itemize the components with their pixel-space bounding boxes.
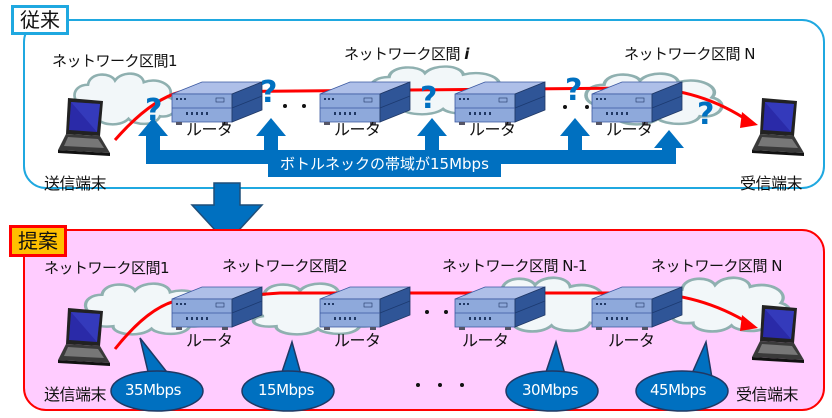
conventional-tag: 従来 (11, 5, 69, 35)
router-label: ルータ (469, 120, 516, 139)
unknown-bandwidth-icon (565, 73, 583, 108)
bandwidth-callout-1 (110, 337, 204, 412)
router-label: ルータ (186, 120, 233, 139)
bottleneck-banner: ボトルネックの帯域が15Mbps (268, 151, 501, 177)
segment-label-text: ネットワーク区間 (344, 45, 461, 63)
router-label: ルータ (334, 120, 381, 139)
unknown-bandwidth-icon (420, 81, 438, 116)
bandwidth-value-2: 15Mbps (258, 381, 314, 399)
path-arrowhead-icon (740, 112, 758, 128)
segment-label-1: ネットワーク区間1 (52, 52, 178, 70)
path-arrowhead-icon (740, 315, 758, 331)
sender-label: 送信端末 (44, 174, 107, 193)
transition-arrow-icon (190, 182, 264, 245)
router-label: ルータ (186, 331, 233, 350)
unknown-bandwidth-icon (145, 93, 163, 128)
router-label: ルータ (606, 120, 653, 139)
bandwidth-value-1: 35Mbps (125, 381, 181, 399)
bandwidth-callout-4 (635, 339, 729, 412)
segment-index-i: i (464, 45, 469, 63)
segment-label-n: ネットワーク区間 N (651, 257, 783, 275)
router-label: ルータ (334, 331, 381, 350)
bandwidth-value-3: 30Mbps (522, 381, 578, 399)
bandwidth-callout-2 (241, 339, 335, 412)
unknown-bandwidth-icon (260, 75, 278, 110)
bandwidth-callout-3 (505, 339, 599, 412)
segment-label-n-minus-1: ネットワーク区間 N-1 (442, 257, 587, 275)
proposed-data-path (113, 291, 751, 350)
segment-label-n: ネットワーク区間 N (624, 45, 756, 63)
segment-label-i: ネットワーク区間 i (344, 43, 469, 64)
segment-label-1: ネットワーク区間1 (44, 259, 170, 277)
bandwidth-value-4: 45Mbps (650, 381, 706, 399)
router-label: ルータ (608, 331, 655, 350)
proposed-panel (23, 229, 825, 411)
segment-label-2: ネットワーク区間2 (222, 257, 348, 275)
router-label: ルータ (462, 331, 509, 350)
receiver-label: 受信端末 (740, 174, 803, 193)
sender-label: 送信端末 (44, 385, 107, 404)
unknown-bandwidth-icon (697, 97, 715, 132)
proposed-tag: 提案 (9, 225, 67, 257)
receiver-label: 受信端末 (736, 385, 799, 404)
